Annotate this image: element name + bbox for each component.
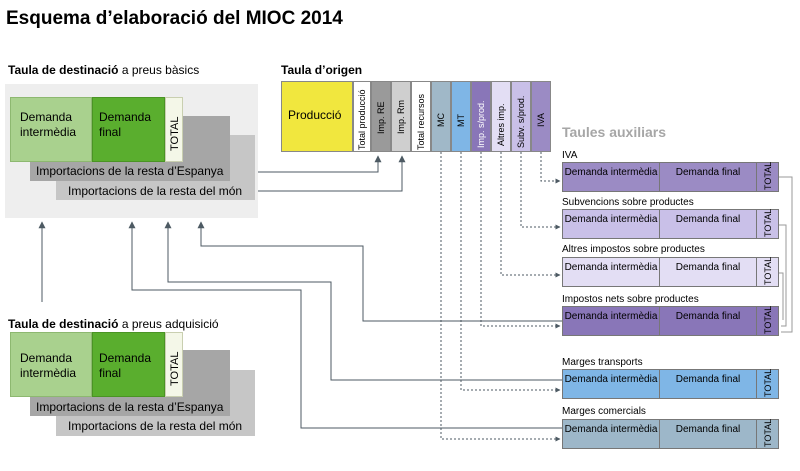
dest-adq-demanda-intermedia: Demanda intermèdia bbox=[10, 332, 92, 397]
dest-adq-import-espanya-bar bbox=[30, 397, 230, 416]
origin-col-total-recursos: Total recursos bbox=[411, 81, 431, 152]
aux-title: Taules auxiliars bbox=[562, 124, 667, 140]
dest-adq-total: TOTAL bbox=[165, 332, 183, 397]
aux-transports-intermedia: Demanda intermèdia bbox=[563, 370, 660, 398]
aux-transports-label: Marges transports bbox=[562, 357, 643, 368]
origin-col-mt: MT bbox=[451, 81, 471, 152]
origin-col-imp-re: Imp. RE bbox=[371, 81, 391, 152]
dest-basic-import-mon: Importacions de la resta del món bbox=[68, 184, 243, 198]
aux-transports-final: Demanda final bbox=[660, 370, 757, 398]
arrow-transports-to-basic bbox=[164, 221, 562, 381]
dest-basic-demanda-intermedia: Demanda intermèdia bbox=[10, 97, 92, 162]
dest-basic-import-mon-bar bbox=[56, 181, 255, 200]
aux-subv-label: Subvencions sobre productes bbox=[562, 197, 694, 208]
origin-col-altres-imp: Altres imp. bbox=[491, 81, 511, 152]
dest-basic-total: TOTAL bbox=[165, 97, 183, 162]
dest-basic-heading-rest: a preus bàsics bbox=[118, 63, 200, 77]
arrow-nets-to-basic bbox=[197, 221, 562, 322]
aux-iva-table: Demanda intermèdia Demanda final TOTAL bbox=[562, 162, 779, 192]
dest-basic-heading: Taula de destinació a preus bàsics bbox=[8, 63, 199, 77]
dest-adq-heading: Taula de destinació a preus adquisició bbox=[8, 317, 219, 331]
aux-nets-intermedia: Demanda intermèdia bbox=[563, 307, 660, 335]
bracket-iva bbox=[779, 176, 793, 333]
arrow-imp-rm bbox=[258, 155, 406, 192]
dest-basic-heading-bold: Taula de destinació bbox=[8, 63, 119, 77]
aux-altres-intermedia: Demanda intermèdia bbox=[563, 258, 660, 286]
dotted-mc bbox=[440, 152, 561, 442]
aux-comercials-final: Demanda final bbox=[660, 420, 757, 448]
bracket-altres bbox=[779, 272, 784, 320]
origin-col-imp-rm: Imp. Rm bbox=[391, 81, 411, 152]
aux-nets-label: Impostos nets sobre productes bbox=[562, 294, 699, 305]
aux-subv-intermedia: Demanda intermèdia bbox=[563, 210, 660, 238]
aux-altres-label: Altres impostos sobre productes bbox=[562, 244, 705, 255]
origin-col-subv-sprod: Subv. s/prod. bbox=[511, 81, 531, 152]
arrow-comercials-to-basic bbox=[128, 221, 562, 429]
aux-subv-table: Demanda intermèdia Demanda final TOTAL bbox=[562, 209, 779, 239]
origin-col-mc: MC bbox=[431, 81, 451, 152]
aux-nets-table: Demanda intermèdia Demanda final TOTAL bbox=[562, 306, 779, 336]
dotted-subv bbox=[520, 152, 561, 230]
dest-adq-import-espanya: Importacions de la resta d’Espanya bbox=[36, 400, 224, 414]
dotted-imp-sprod bbox=[480, 152, 561, 329]
dotted-mt bbox=[460, 152, 561, 393]
dest-adq-demanda-final: Demanda final bbox=[92, 332, 165, 397]
dest-adq-heading-rest: a preus adquisició bbox=[118, 317, 219, 331]
aux-altres-table: Demanda intermèdia Demanda final TOTAL bbox=[562, 257, 779, 287]
dest-basic-import-espanya: Importacions de la resta d’Espanya bbox=[36, 164, 224, 178]
origin-col-iva: IVA bbox=[531, 81, 551, 152]
aux-iva-final: Demanda final bbox=[660, 163, 757, 191]
dest-adq-heading-bold: Taula de destinació bbox=[8, 317, 119, 331]
aux-comercials-intermedia: Demanda intermèdia bbox=[563, 420, 660, 448]
aux-comercials-label: Marges comercials bbox=[562, 406, 646, 417]
origin-col-total-produccio: Total producció bbox=[353, 81, 371, 152]
aux-subv-final: Demanda final bbox=[660, 210, 757, 238]
dest-basic-import-espanya-bar bbox=[30, 162, 230, 181]
dotted-altres bbox=[500, 152, 561, 278]
origin-col-imp-sprod: Imp. s/prod. bbox=[471, 81, 491, 152]
aux-altres-final: Demanda final bbox=[660, 258, 757, 286]
aux-comercials-table: Demanda intermèdia Demanda final TOTAL bbox=[562, 419, 779, 449]
origin-produccio: Producció bbox=[281, 81, 353, 152]
origin-heading: Taula d’origen bbox=[281, 63, 363, 77]
dest-basic-demanda-final: Demanda final bbox=[92, 97, 165, 162]
aux-transports-table: Demanda intermèdia Demanda final TOTAL bbox=[562, 369, 779, 399]
bracket-subv bbox=[779, 224, 787, 327]
dest-adq-import-mon-bar bbox=[56, 416, 255, 436]
page-title: Esquema d’elaboració del MIOC 2014 bbox=[6, 8, 343, 29]
origin-produccio-label: Producció bbox=[288, 108, 342, 122]
aux-iva-label: IVA bbox=[562, 150, 578, 161]
aux-iva-intermedia: Demanda intermèdia bbox=[563, 163, 660, 191]
dotted-iva bbox=[540, 152, 561, 184]
aux-nets-final: Demanda final bbox=[660, 307, 757, 335]
dest-adq-import-mon: Importacions de la resta del món bbox=[68, 419, 243, 433]
arrow-imp-re bbox=[258, 155, 382, 173]
